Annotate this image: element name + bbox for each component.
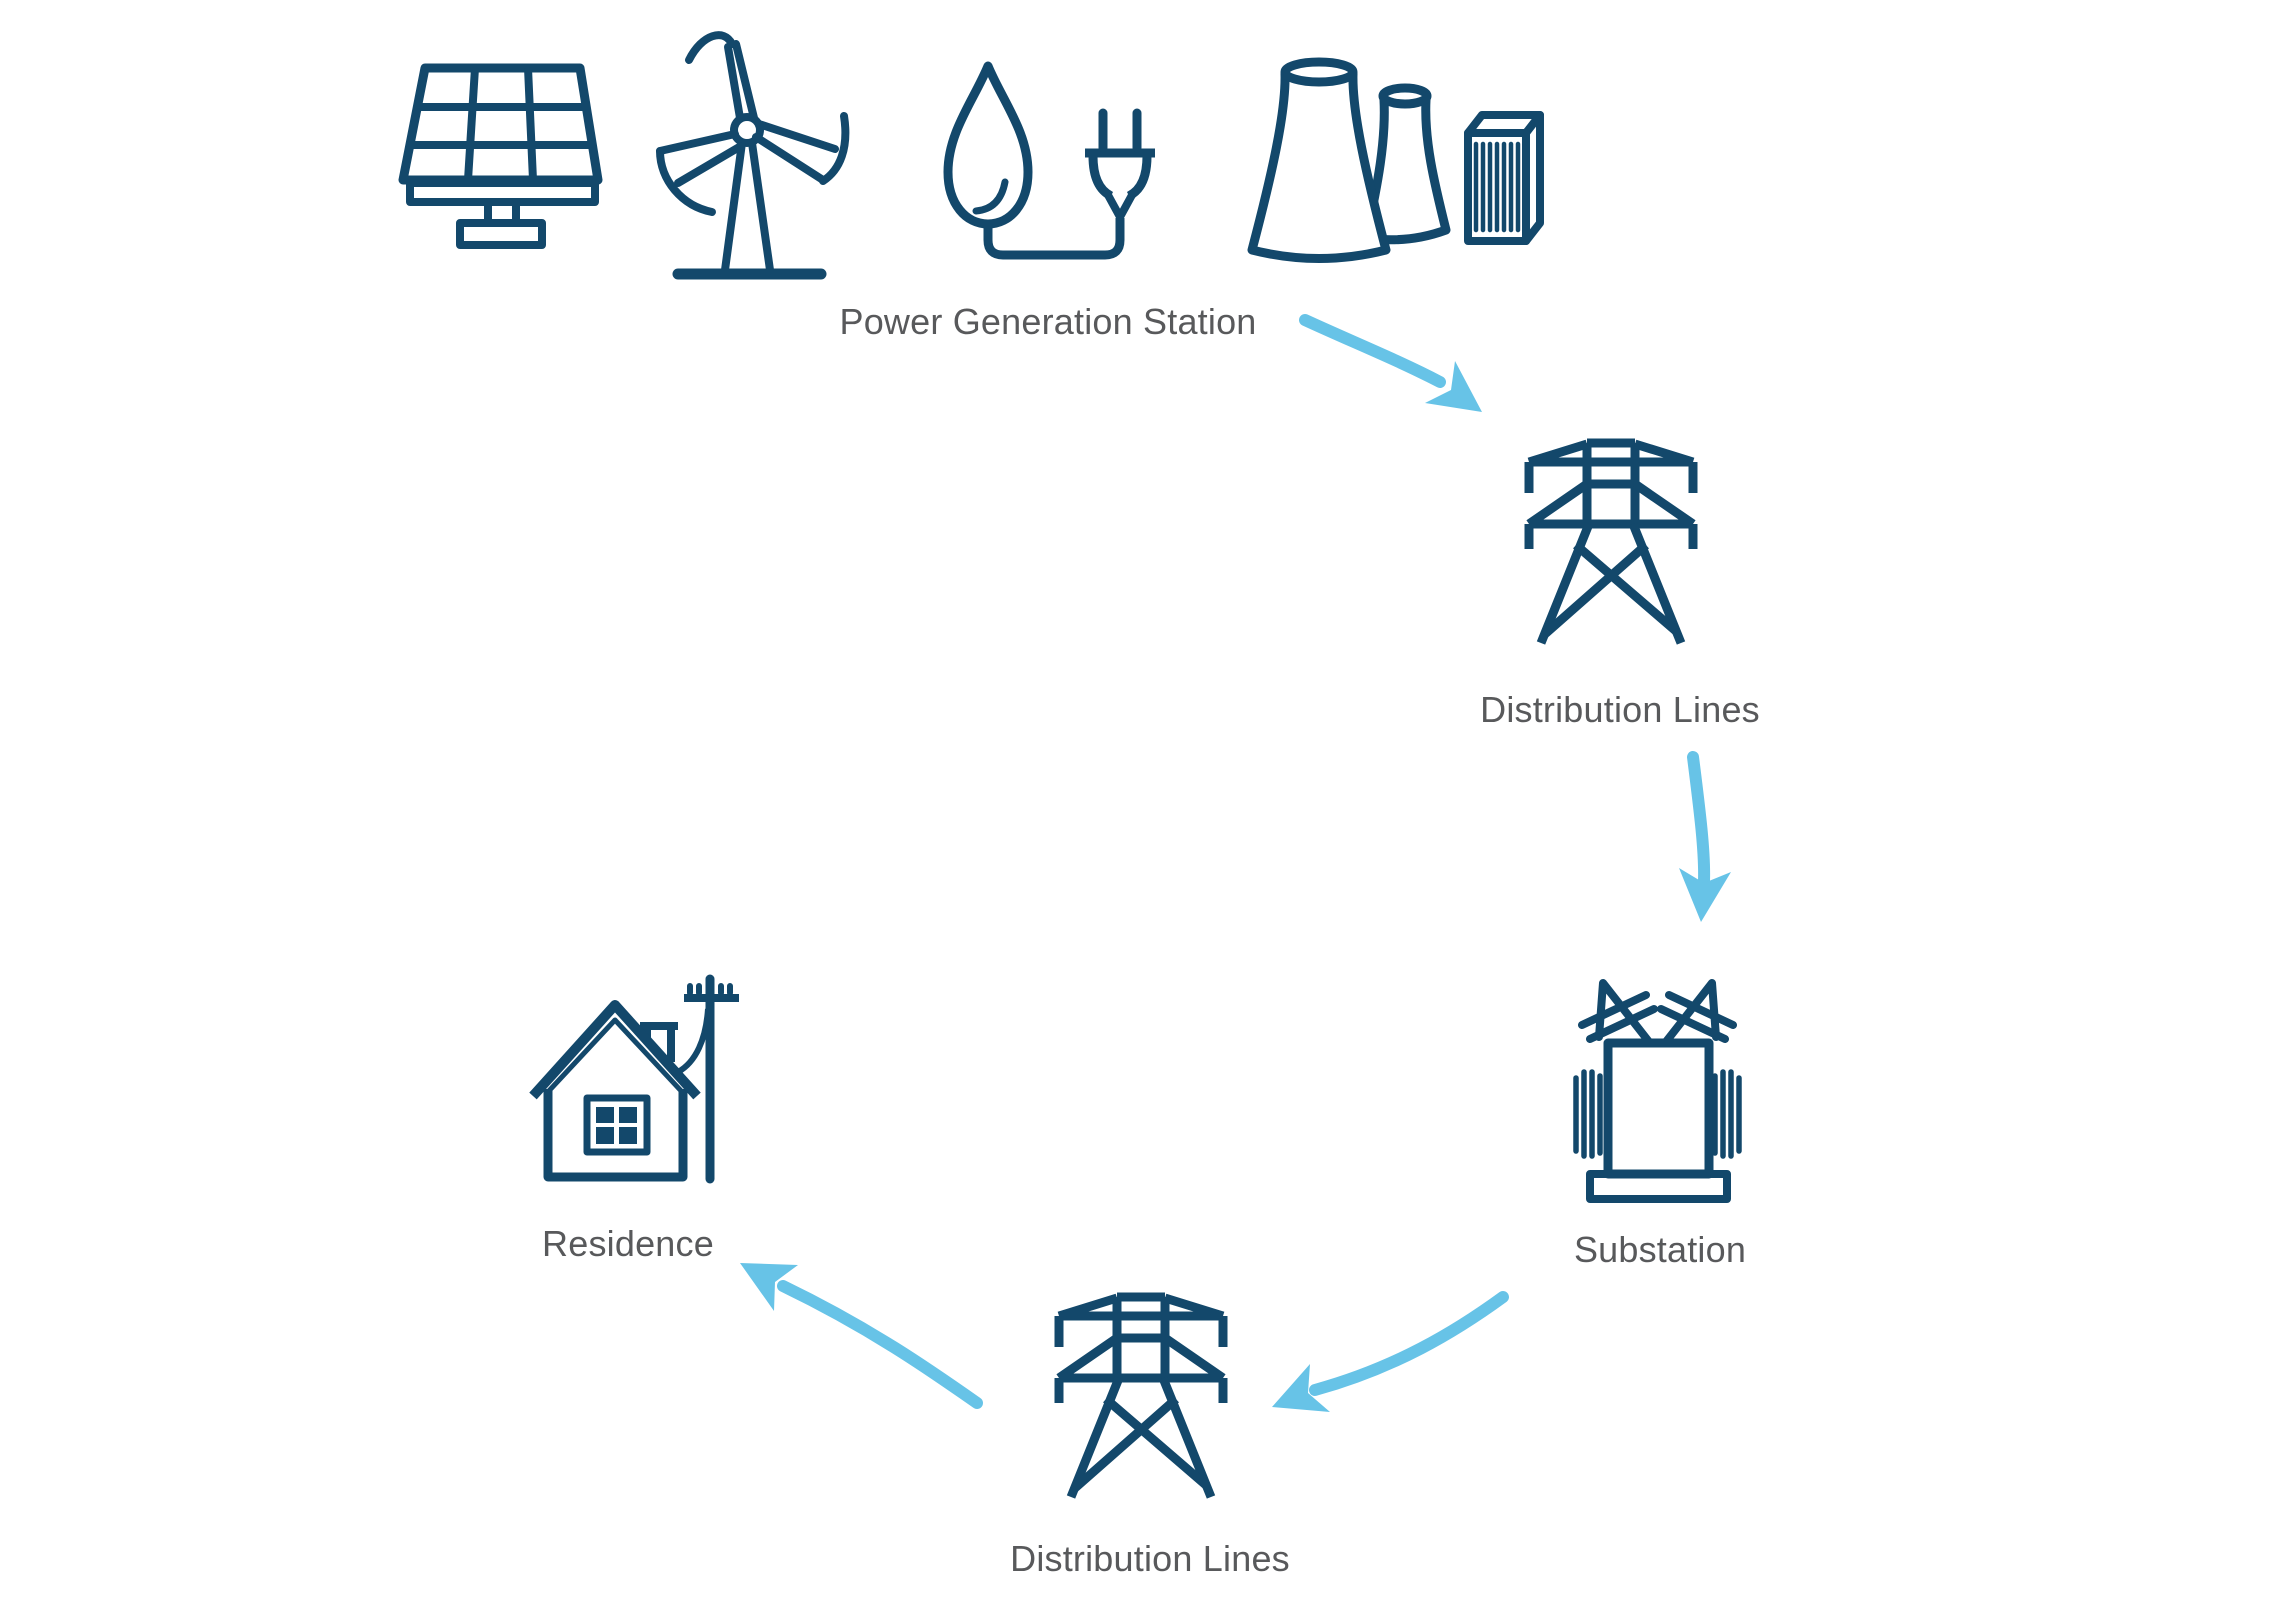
arrow-generation-to-lines-icon	[1299, 314, 1482, 412]
residence-label: Residence	[542, 1223, 714, 1264]
power-plant-icon	[1247, 57, 1544, 263]
distribution-lines-lower-label: Distribution Lines	[1010, 1538, 1290, 1579]
transmission-tower-upper-icon	[1524, 438, 1698, 645]
arrow-lines-to-residence-icon	[740, 1263, 983, 1409]
power-generation-station-label: Power Generation Station	[839, 301, 1257, 342]
distribution-lines-upper-label: Distribution Lines	[1480, 689, 1760, 730]
hydro-power-icon	[943, 61, 1155, 260]
arrow-substation-to-lines-icon	[1272, 1291, 1509, 1412]
substation-label: Substation	[1573, 1229, 1747, 1270]
substation-icon	[1573, 979, 1742, 1203]
solar-panel-icon	[398, 63, 603, 249]
arrow-lines-to-substation-icon	[1679, 751, 1731, 922]
house-icon	[529, 974, 739, 1184]
wind-turbine-icon	[656, 31, 850, 280]
transmission-tower-lower-icon	[1054, 1292, 1228, 1499]
